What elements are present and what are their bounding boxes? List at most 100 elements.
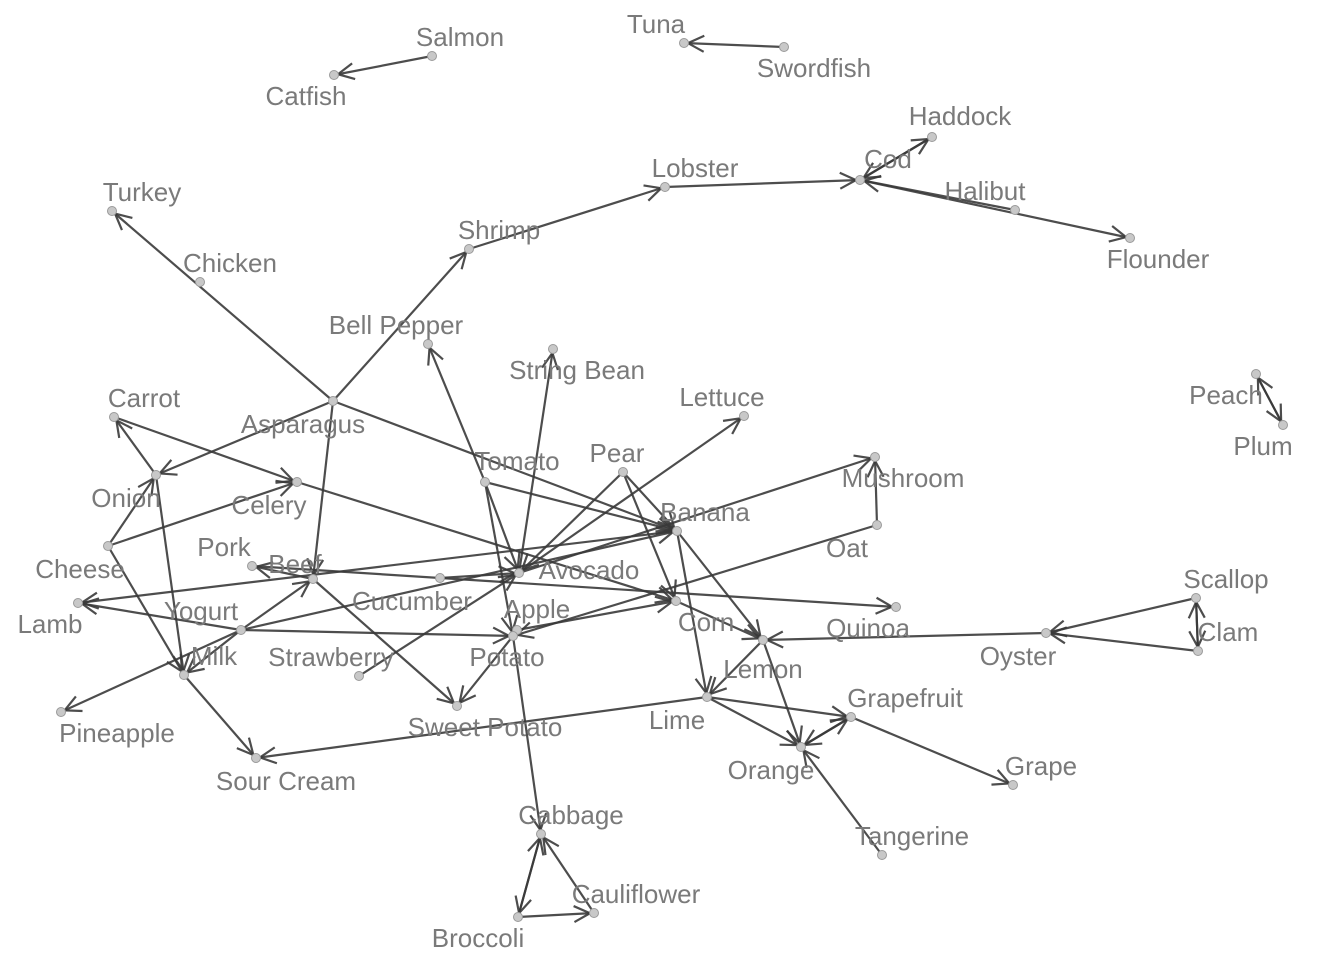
node-lobster [660, 182, 670, 192]
node-sour-cream [251, 753, 261, 763]
node-cauliflower [589, 908, 599, 918]
node-celery [292, 477, 302, 487]
node-label-sour-cream: Sour Cream [216, 766, 356, 796]
node-label-beef: Beef [268, 549, 322, 579]
node-label-pear: Pear [590, 438, 645, 468]
edge-broccoli-to-cabbage [516, 833, 545, 918]
edge-tomato-to-avocado [483, 481, 521, 574]
node-avocado [514, 568, 524, 578]
edge-orange-to-grapefruit [800, 716, 852, 748]
node-label-swordfish: Swordfish [757, 53, 871, 83]
node-haddock [927, 132, 937, 142]
node-strawberry [354, 671, 364, 681]
node-label-cabbage: Cabbage [518, 800, 624, 830]
node-asparagus [328, 396, 338, 406]
node-label-grapefruit: Grapefruit [847, 683, 963, 713]
node-broccoli [513, 912, 523, 922]
node-grape [1008, 780, 1018, 790]
node-cheese [103, 541, 113, 551]
node-label-chicken: Chicken [183, 248, 277, 278]
node-scallop [1191, 593, 1201, 603]
edge-salmon-to-catfish [333, 54, 433, 81]
node-label-salmon: Salmon [416, 22, 504, 52]
node-corn [671, 596, 681, 606]
node-label-cauliflower: Cauliflower [572, 879, 701, 909]
node-banana [672, 526, 682, 536]
node-label-lemon: Lemon [723, 654, 803, 684]
node-label-corn: Corn [678, 607, 734, 637]
node-label-scallop: Scallop [1183, 564, 1268, 594]
node-shrimp [464, 244, 474, 254]
node-label-catfish: Catfish [266, 81, 347, 111]
node-grapefruit [846, 712, 856, 722]
edge-swordfish-to-tuna [683, 34, 785, 53]
node-sweet-potato [452, 701, 462, 711]
edge-onion-to-milk [154, 474, 191, 676]
node-label-cheese: Cheese [35, 554, 125, 584]
node-label-tuna: Tuna [627, 9, 686, 39]
node-potato [508, 631, 518, 641]
edges-layer [60, 34, 1284, 923]
node-turkey [107, 206, 117, 216]
edge-grapefruit-to-grape [850, 715, 1014, 787]
node-salmon [427, 51, 437, 61]
node-label-haddock: Haddock [909, 101, 1013, 131]
node-pork [247, 561, 257, 571]
node-label-peach: Peach [1189, 380, 1263, 410]
node-label-oyster: Oyster [980, 641, 1057, 671]
node-oyster [1041, 628, 1051, 638]
node-cabbage [536, 829, 546, 839]
node-swordfish [779, 42, 789, 52]
edge-milk-to-sour-cream [183, 674, 257, 759]
node-pineapple [56, 707, 66, 717]
node-label-pineapple: Pineapple [59, 718, 175, 748]
node-string-bean [548, 344, 558, 354]
node-label-turkey: Turkey [103, 177, 182, 207]
node-lime [702, 692, 712, 702]
node-lettuce [739, 411, 749, 421]
node-label-celery: Celery [231, 490, 306, 520]
node-yogurt [236, 625, 246, 635]
node-label-tangerine: Tangerine [855, 821, 969, 851]
node-label-halibut: Halibut [945, 176, 1027, 206]
node-halibut [1010, 205, 1020, 215]
nodes-layer [56, 38, 1288, 922]
edge-onion-to-carrot [113, 416, 157, 476]
node-label-lettuce: Lettuce [679, 382, 764, 412]
edge-tomato-to-banana [484, 480, 678, 535]
node-label-cod: Cod [864, 144, 912, 174]
node-label-yogurt: Yogurt [164, 596, 239, 626]
node-label-lobster: Lobster [652, 153, 739, 183]
node-label-clam: Clam [1198, 617, 1259, 647]
node-chicken [195, 277, 205, 287]
node-peach [1251, 369, 1261, 379]
node-label-cucumber: Cucumber [352, 586, 472, 616]
edge-clam-to-oyster [1045, 626, 1199, 653]
node-tuna [679, 38, 689, 48]
node-label-broccoli: Broccoli [432, 923, 524, 953]
node-label-sweet-potato: Sweet Potato [408, 712, 563, 742]
node-label-shrimp: Shrimp [458, 215, 540, 245]
node-beef [308, 574, 318, 584]
node-quinoa [891, 602, 901, 612]
node-label-onion: Onion [91, 483, 160, 513]
node-milk [179, 670, 189, 680]
node-label-mushroom: Mushroom [842, 463, 965, 493]
node-label-oat: Oat [826, 533, 869, 563]
arrowhead [829, 717, 850, 735]
node-label-plum: Plum [1233, 431, 1292, 461]
node-onion [151, 470, 161, 480]
edge-asparagus-to-turkey [111, 210, 334, 402]
node-tomato [480, 477, 490, 487]
node-label-quinoa: Quinoa [826, 613, 910, 643]
node-orange [796, 742, 806, 752]
node-label-orange: Orange [728, 755, 815, 785]
node-flounder [1125, 233, 1135, 243]
node-catfish [329, 70, 339, 80]
node-label-grape: Grape [1005, 751, 1077, 781]
node-label-potato: Potato [469, 642, 544, 672]
node-label-lime: Lime [649, 705, 705, 735]
node-clam [1193, 646, 1203, 656]
